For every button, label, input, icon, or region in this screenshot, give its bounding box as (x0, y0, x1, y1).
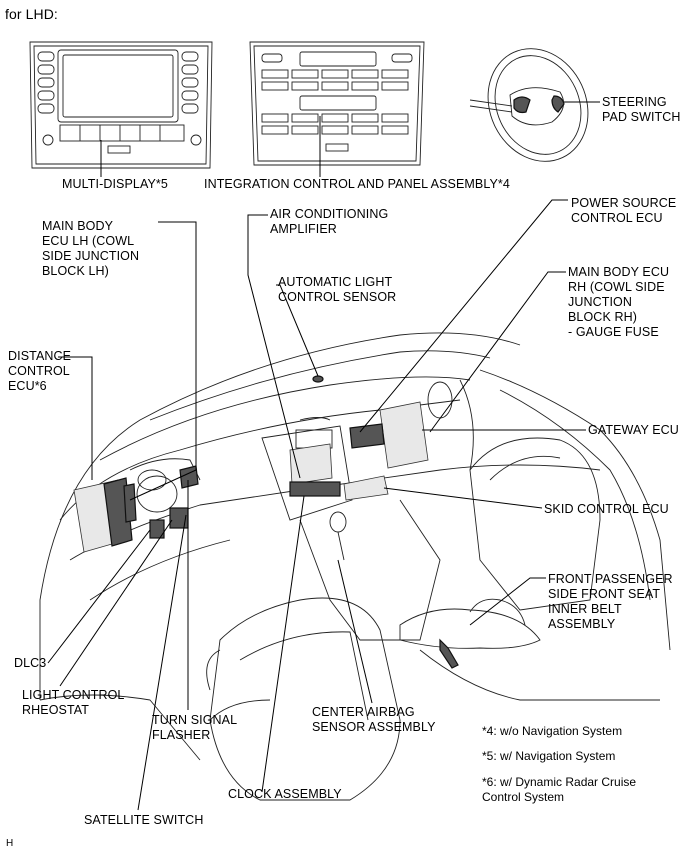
header-title: for LHD: (5, 6, 58, 22)
label-gateway-ecu: GATEWAY ECU (588, 423, 679, 437)
component-blocks (73, 375, 429, 553)
steering-wheel-illustration (469, 48, 589, 162)
label-distance-control-ecu: DISTANCE CONTROL ECU*6 (8, 349, 72, 393)
figure-code: H (6, 838, 14, 849)
label-multi-display: MULTI-DISPLAY*5 (62, 177, 168, 191)
label-main-body-ecu-lh: MAIN BODY ECU LH (COWL SIDE JUNCTION BLO… (42, 219, 140, 278)
label-air-conditioning-amplifier: AIR CONDITIONING AMPLIFIER (270, 207, 389, 236)
label-steering-pad-switch: STEERING PAD SWITCH (602, 95, 681, 124)
label-power-source-control-ecu: POWER SOURCE CONTROL ECU (571, 196, 677, 225)
label-turn-signal-flasher: TURN SIGNAL FLASHER (152, 713, 238, 742)
label-skid-control-ecu: SKID CONTROL ECU (544, 502, 669, 516)
leader-lines (47, 101, 600, 811)
label-center-airbag-sensor: CENTER AIRBAG SENSOR ASSEMBLY (312, 705, 436, 734)
footnote-6: *6: w/ Dynamic Radar Cruise Control Syst… (482, 775, 637, 804)
label-satellite-switch: SATELLITE SWITCH (84, 813, 204, 827)
footnote-4: *4: w/o Navigation System (482, 724, 623, 738)
label-integration-panel: INTEGRATION CONTROL AND PANEL ASSEMBLY*4 (204, 177, 510, 191)
label-dlc3: DLC3 (14, 656, 47, 670)
label-automatic-light-control-sensor: AUTOMATIC LIGHT CONTROL SENSOR (278, 275, 397, 304)
label-main-body-ecu-rh: MAIN BODY ECU RH (COWL SIDE JUNCTION BLO… (568, 265, 670, 339)
integration-panel-illustration (249, 41, 425, 166)
footnote-5: *5: w/ Navigation System (482, 749, 616, 763)
multi-display-illustration (29, 41, 213, 169)
label-front-passenger-belt: FRONT PASSENGER SIDE FRONT SEAT INNER BE… (548, 572, 673, 631)
label-clock-assembly: CLOCK ASSEMBLY (228, 787, 342, 801)
label-light-control-rheostat: LIGHT CONTROL RHEOSTAT (22, 688, 125, 717)
